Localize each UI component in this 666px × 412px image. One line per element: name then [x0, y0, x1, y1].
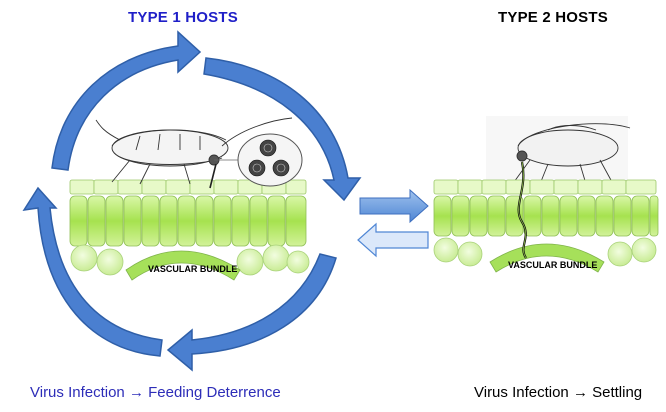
palisade-left	[69, 195, 307, 247]
vascular-label-right: VASCULAR BUNDLE	[508, 260, 597, 270]
vascular-bundle-left	[125, 250, 241, 281]
type1-caption: Virus Infection → Feeding Deterrence	[30, 384, 281, 401]
spongy-cells-left	[70, 244, 310, 276]
cycle-arrow-top	[51, 30, 202, 171]
leaf-section-right: VASCULAR BUNDLE	[433, 161, 659, 273]
vascular-label-left: VASCULAR BUNDLE	[148, 264, 237, 274]
cycle-arrow-right	[203, 57, 362, 202]
leaf-section-left: VASCULAR BUNDLE	[69, 179, 310, 281]
epidermis-left	[69, 179, 307, 195]
insect-right	[486, 116, 631, 186]
virus-inset	[214, 133, 303, 187]
cycle-arrows	[22, 30, 362, 372]
palisade-right	[433, 195, 659, 237]
epidermis-right	[433, 179, 657, 195]
spongy-cells-right	[433, 237, 657, 267]
insect-left	[95, 117, 293, 189]
cycle-arrow-bottom	[166, 253, 337, 372]
type2-title: TYPE 2 HOSTS	[498, 9, 608, 26]
arrow-right	[359, 188, 429, 224]
vascular-bundle-right	[489, 243, 605, 273]
virus-particles-icon	[248, 139, 290, 177]
transfer-arrows	[357, 188, 429, 258]
type2-caption: Virus Infection → Settling	[474, 384, 643, 401]
type1-title: TYPE 1 HOSTS	[128, 9, 238, 26]
arrow-left	[357, 222, 429, 258]
cycle-arrow-left	[22, 186, 163, 357]
